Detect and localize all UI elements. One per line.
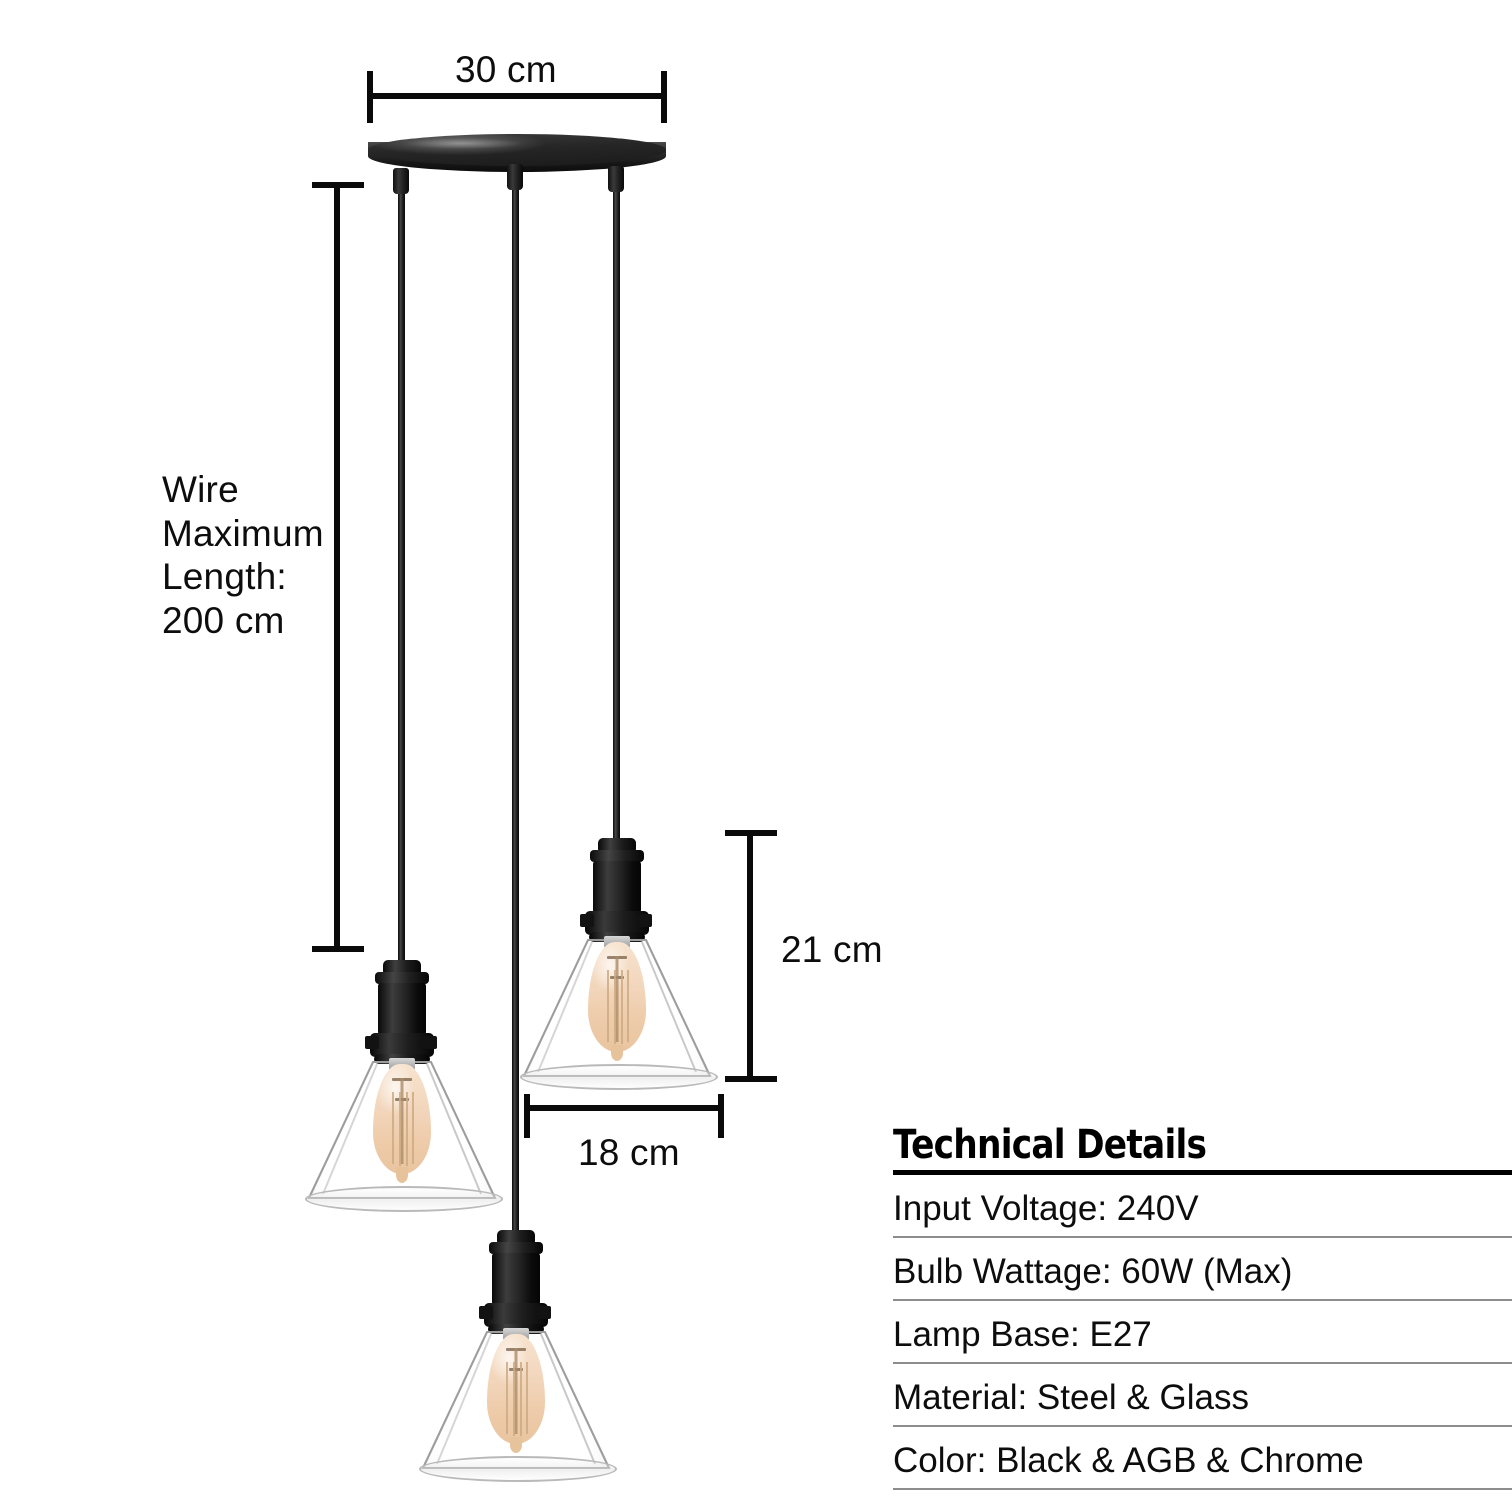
bulb-filament-inner-right xyxy=(406,1092,408,1166)
lamp-holder-neck xyxy=(489,1242,543,1254)
shade-width-rule xyxy=(524,1105,724,1111)
bulb-filament-stem xyxy=(514,1348,518,1434)
lamp-holder-neck xyxy=(590,850,644,862)
bulb-filament-inner-right xyxy=(520,1362,522,1436)
shade-width-label: 18 cm xyxy=(578,1132,680,1173)
tech-row-color: Color: Black & AGB & Chrome xyxy=(893,1441,1364,1480)
shade-height-rule xyxy=(747,830,753,1082)
cable-right xyxy=(613,176,620,844)
lamp-holder-cap xyxy=(598,838,636,852)
canopy-width-tick-right xyxy=(661,71,667,123)
bulb-tip xyxy=(510,1437,522,1453)
cable-center xyxy=(512,176,519,1236)
wire-length-line-1: Wire xyxy=(162,469,239,510)
tech-row-divider xyxy=(893,1425,1512,1427)
bulb-filament-left xyxy=(607,970,609,1042)
bulb-filament-stem xyxy=(615,956,619,1042)
shade-bottom-rim xyxy=(305,1186,503,1212)
bulb-filament-left xyxy=(392,1092,394,1164)
lamp-holder-body xyxy=(492,1253,540,1305)
pendant-lamp-center xyxy=(419,1230,617,1482)
canopy-highlight xyxy=(404,138,524,149)
tech-row-material: Material: Steel & Glass xyxy=(893,1378,1249,1417)
lamp-thumbscrew-right xyxy=(537,1306,551,1319)
edison-bulb xyxy=(487,1328,545,1462)
technical-details-heading: Technical Details xyxy=(893,1122,1207,1168)
lamp-holder-cap xyxy=(497,1230,535,1244)
wire-length-cap-top xyxy=(312,182,364,188)
bulb-filament-inner-left xyxy=(513,1362,515,1436)
lamp-holder-cap xyxy=(383,960,421,974)
tech-row-divider xyxy=(893,1362,1512,1364)
wire-length-line-4: 200 cm xyxy=(162,599,285,641)
bulb-filament-stem xyxy=(400,1078,404,1164)
shade-height-cap-top xyxy=(725,830,777,836)
shade-height-cap-bottom xyxy=(725,1076,777,1082)
shade-width-tick-right xyxy=(718,1094,724,1138)
lamp-thumbscrew-right xyxy=(638,914,652,927)
bulb-tip xyxy=(396,1167,408,1183)
shade-bottom-rim xyxy=(520,1064,718,1090)
tech-row-bulb-wattage: Bulb Wattage: 60W (Max) xyxy=(893,1252,1293,1291)
tech-row-input-voltage: Input Voltage: 240V xyxy=(893,1189,1199,1228)
shade-height-label: 21 cm xyxy=(781,929,883,970)
shade-bottom-rim xyxy=(419,1456,617,1482)
lamp-holder-body xyxy=(378,983,426,1035)
canopy-top-surface xyxy=(368,134,666,166)
lamp-thumbscrew-left xyxy=(479,1306,493,1319)
lamp-holder-body xyxy=(593,861,641,913)
cable-grip-right xyxy=(608,166,624,192)
technical-details-heading-rule xyxy=(893,1170,1512,1175)
bulb-filament-inner-left xyxy=(614,970,616,1044)
tech-row-divider xyxy=(893,1299,1512,1301)
cable-left xyxy=(398,176,405,966)
lamp-thumbscrew-right xyxy=(423,1036,437,1049)
bulb-filament-inner-right xyxy=(621,970,623,1044)
tech-row-divider xyxy=(893,1236,1512,1238)
lamp-holder-neck xyxy=(375,972,429,984)
bulb-filament-right xyxy=(412,1092,414,1164)
lamp-thumbscrew-left xyxy=(580,914,594,927)
tech-row-divider xyxy=(893,1488,1512,1490)
lamp-thumbscrew-left xyxy=(365,1036,379,1049)
wire-length-line-3: Length: xyxy=(162,556,287,597)
edison-bulb xyxy=(373,1058,431,1192)
canopy-width-tick-left xyxy=(367,71,373,123)
cable-grip-center xyxy=(507,164,523,190)
tech-row-lamp-base: Lamp Base: E27 xyxy=(893,1315,1152,1354)
technical-details-panel: Technical Details Input Voltage: 240V Bu… xyxy=(893,1122,1512,1490)
bulb-filament-right xyxy=(526,1362,528,1434)
wire-length-rule xyxy=(334,182,340,952)
shade-width-tick-left xyxy=(524,1094,530,1138)
edison-bulb xyxy=(588,936,646,1070)
canopy-width-label: 30 cm xyxy=(455,49,557,90)
bulb-filament-left xyxy=(506,1362,508,1434)
bulb-tip xyxy=(611,1045,623,1061)
wire-length-cap-bottom xyxy=(312,946,364,952)
bulb-filament-right xyxy=(627,970,629,1042)
canopy-width-rule xyxy=(367,93,667,99)
pendant-lamp-right xyxy=(520,838,718,1090)
cable-grip-left xyxy=(393,168,409,194)
wire-length-line-2: Maximum xyxy=(162,512,324,554)
bulb-filament-inner-left xyxy=(399,1092,401,1166)
pendant-lamp-left xyxy=(305,960,503,1212)
